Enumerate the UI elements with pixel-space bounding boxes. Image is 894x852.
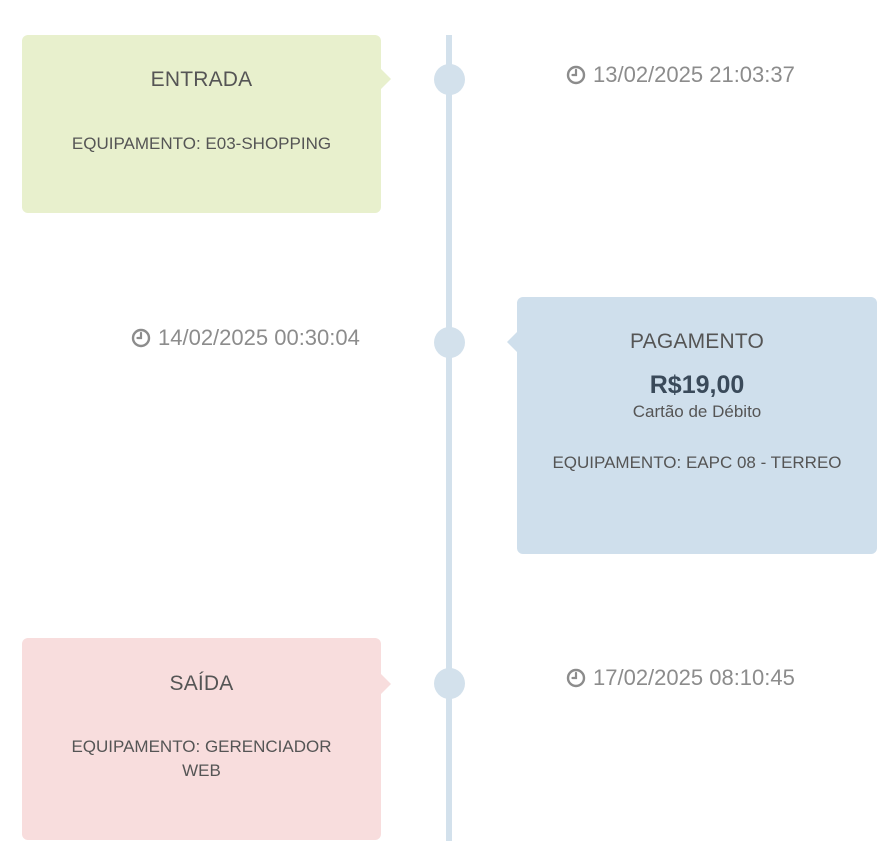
event-title: SAÍDA bbox=[169, 672, 234, 695]
clock-icon bbox=[131, 328, 151, 348]
clock-icon bbox=[566, 65, 586, 85]
event-card-saida: SAÍDA EQUIPAMENTO: GERENCIADOR WEB bbox=[22, 638, 391, 840]
timeline-dot-saida bbox=[434, 668, 465, 699]
card-pointer bbox=[381, 674, 391, 694]
timestamp-text: 14/02/2025 00:30:04 bbox=[158, 325, 360, 350]
timestamp-text: 13/02/2025 21:03:37 bbox=[593, 62, 795, 87]
event-timestamp-entrada: 13/02/2025 21:03:37 bbox=[566, 62, 795, 88]
clock-icon bbox=[566, 668, 586, 688]
payment-method: Cartão de Débito bbox=[632, 402, 762, 421]
card-pointer bbox=[381, 69, 391, 89]
payment-amount: R$19,00 bbox=[649, 371, 745, 399]
timestamp-text: 17/02/2025 08:10:45 bbox=[593, 665, 795, 690]
timeline-dot-entrada bbox=[434, 64, 465, 95]
event-equipment: EQUIPAMENTO: E03-SHOPPING bbox=[71, 134, 332, 153]
timeline-axis bbox=[446, 35, 452, 841]
event-title: PAGAMENTO bbox=[629, 330, 765, 353]
event-card-entrada: ENTRADA EQUIPAMENTO: E03-SHOPPING bbox=[22, 35, 391, 213]
event-timestamp-pagamento: 14/02/2025 00:30:04 bbox=[131, 325, 360, 351]
event-equipment: EQUIPAMENTO: GERENCIADOR WEB bbox=[71, 737, 332, 780]
event-timestamp-saida: 17/02/2025 08:10:45 bbox=[566, 665, 795, 691]
event-equipment: EQUIPAMENTO: EAPC 08 - TERREO bbox=[552, 453, 842, 472]
event-title: ENTRADA bbox=[150, 68, 253, 91]
card-pointer bbox=[507, 332, 517, 352]
timeline-dot-pagamento bbox=[434, 327, 465, 358]
event-card-pagamento: PAGAMENTO R$19,00 Cartão de Débito EQUIP… bbox=[507, 297, 877, 554]
